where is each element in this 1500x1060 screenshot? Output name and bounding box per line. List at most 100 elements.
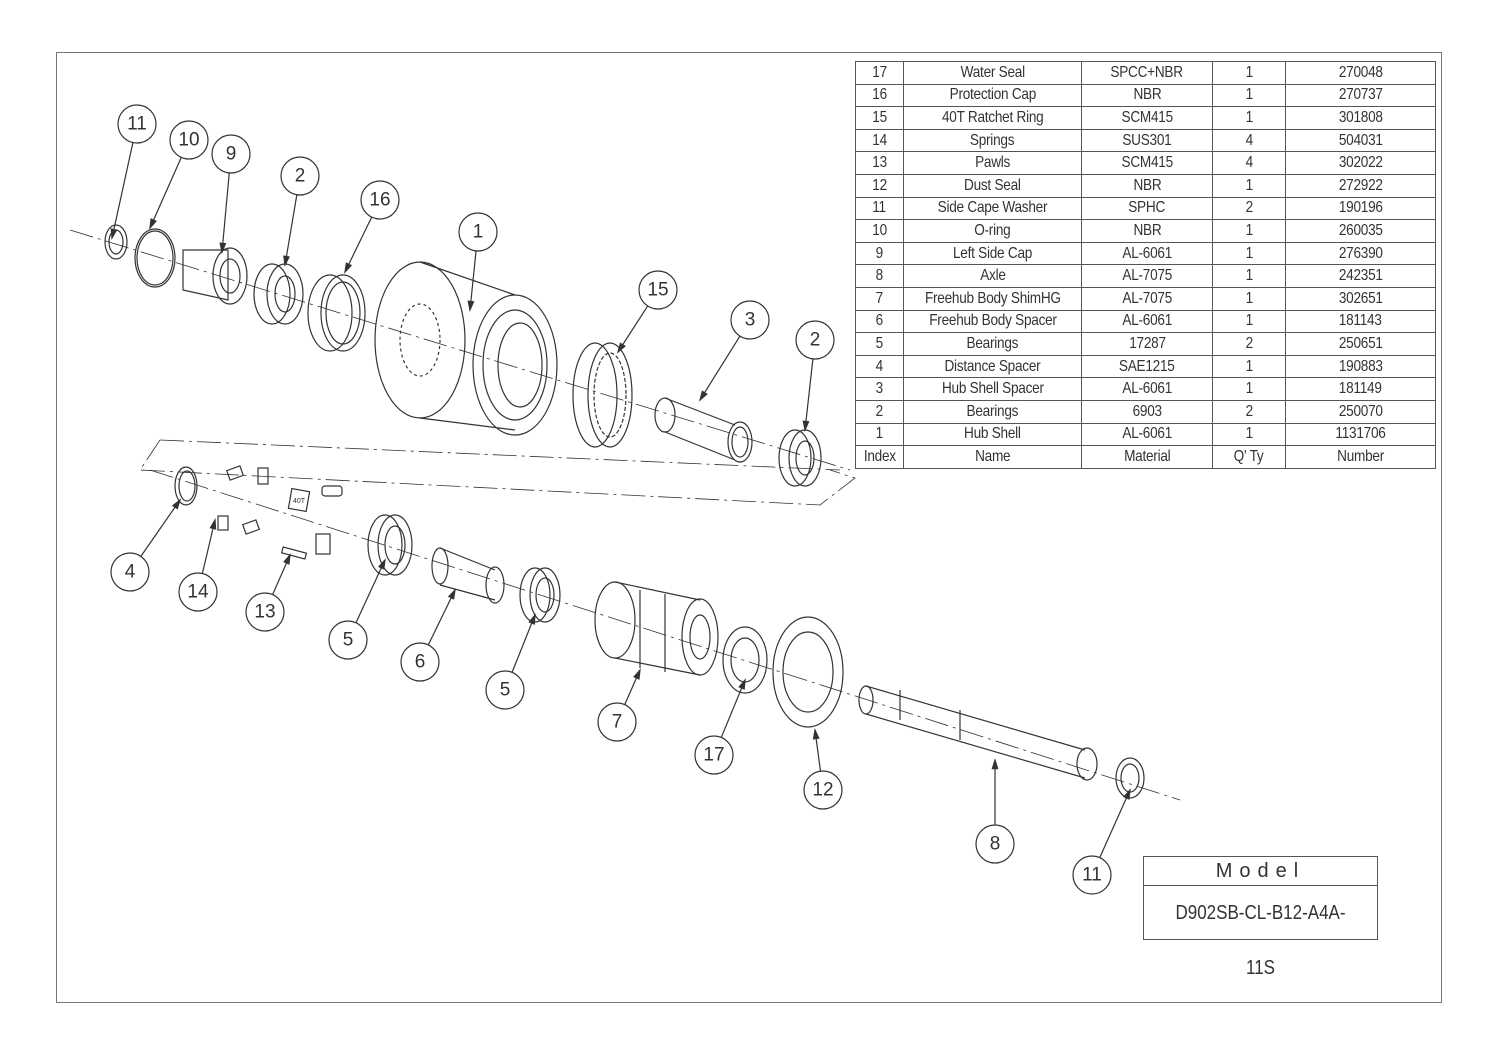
distance-spacer [174,466,198,506]
balloon-circle [117,104,157,144]
cell-name: 40T Ratchet Ring [903,106,1082,130]
cell-name: Bearings [903,332,1082,356]
cell-name: Dust Seal [903,173,1082,198]
callout-balloon: 7 [597,668,641,742]
cell-text: Springs [970,131,1015,149]
callout-number: 8 [990,834,1001,855]
cell-index: 1 [855,422,904,447]
cell-text: 13 [872,154,887,172]
balloon-circle [694,735,734,775]
arrowhead-icon [283,553,291,565]
cell-text: 302022 [1338,154,1383,172]
cell-name: Water Seal [903,61,1082,85]
cell-text: 7 [875,289,884,307]
cell-text: 4 [875,357,884,375]
cell-name: Axle [903,264,1082,288]
balloon-circle [485,670,525,710]
cell-number: 302022 [1285,151,1436,175]
cell-number: 250070 [1285,399,1436,424]
cell-material: SAE1215 [1081,354,1213,379]
cell-number: 190196 [1285,196,1436,221]
cell-text: 181149 [1339,380,1382,398]
leader-line [511,614,536,673]
cell-text: 12 [872,176,887,194]
cell-text: AL-7075 [1122,267,1172,285]
cell-material: AL-6061 [1081,422,1213,447]
cell-qty: 1 [1212,106,1286,130]
cell-text: 1 [1245,267,1253,285]
balloon-circle [400,642,440,682]
group-dashed-boundary [139,439,856,506]
cell-number: 260035 [1285,219,1436,243]
cell-text: 1 [1245,244,1253,262]
cell-qty: 1 [1212,61,1286,85]
cell-name: Side Cape Washer [903,196,1082,221]
cell-qty: 1 [1212,377,1286,401]
cell-name: Bearings [903,399,1082,424]
cell-text: 5 [875,334,884,352]
header-text: Q' Ty [1234,447,1264,465]
header-qty: Q' Ty [1212,445,1286,469]
axis-centerline-upper [69,229,851,471]
callout-balloon: 8 [975,757,1015,864]
cell-material: NBR [1081,219,1213,243]
cell-text: 272922 [1338,176,1383,194]
cell-name: O-ring [903,219,1082,243]
callout-balloon: 2 [280,156,320,268]
ratchet-ring [572,342,633,448]
cell-index: 5 [855,332,904,356]
callout-balloon: 1 [458,212,498,313]
balloon-circle [328,620,368,660]
cell-number: 242351 [1285,264,1436,288]
cell-text: Dust Seal [964,176,1021,194]
cell-index: 16 [855,83,904,108]
cell-text: 4 [1245,131,1253,149]
cell-text: AL-6061 [1122,425,1172,443]
cell-text: Freehub Body Spacer [928,312,1057,330]
callout-number: 1 [473,222,484,243]
cell-text: 1 [1245,176,1253,194]
cell-name: Freehub Body Spacer [903,309,1082,334]
cell-text: 2 [1245,334,1253,352]
left-side-cap [182,247,248,305]
cell-text: 15 [872,108,887,126]
balloon-circle [975,824,1015,864]
callout-balloon: 2 [795,320,835,433]
cell-name: Left Side Cap [903,241,1082,266]
cell-number: 270737 [1285,83,1436,108]
balloon-circle [803,770,843,810]
callout-balloon: 10 [149,120,209,230]
freehub-body [594,581,719,676]
cell-number: 181149 [1285,377,1436,401]
callout-number: 3 [745,310,756,331]
cell-material: NBR [1081,173,1213,198]
callout-number: 16 [369,190,390,211]
cell-text: SCM415 [1121,108,1173,126]
cell-text: 270737 [1338,86,1383,104]
arrowhead-icon [633,668,641,680]
cell-number: 504031 [1285,128,1436,153]
callout-balloon: 14 [178,518,218,612]
cell-text: AL-6061 [1122,312,1172,330]
bearing-2-left [253,263,304,325]
cell-material: NBR [1081,83,1213,108]
cell-number: 276390 [1285,241,1436,266]
model-box: Model D902SB-CL-B12-A4A-11S [1143,856,1378,979]
callout-number: 2 [295,166,306,187]
cell-material: SPCC+NBR [1081,61,1213,85]
cell-name: Protection Cap [903,83,1082,108]
arrowhead-icon [377,558,386,570]
bearing-2-right [778,429,822,487]
cell-text: Side Cape Washer [937,199,1048,217]
cell-material: 6903 [1081,399,1213,424]
table-row: 12 Dust Seal NBR 1 272922 [855,173,1436,198]
callout-balloon: 5 [485,613,536,710]
cell-text: Bearings [966,402,1019,420]
cell-text: AL-6061 [1122,244,1172,262]
